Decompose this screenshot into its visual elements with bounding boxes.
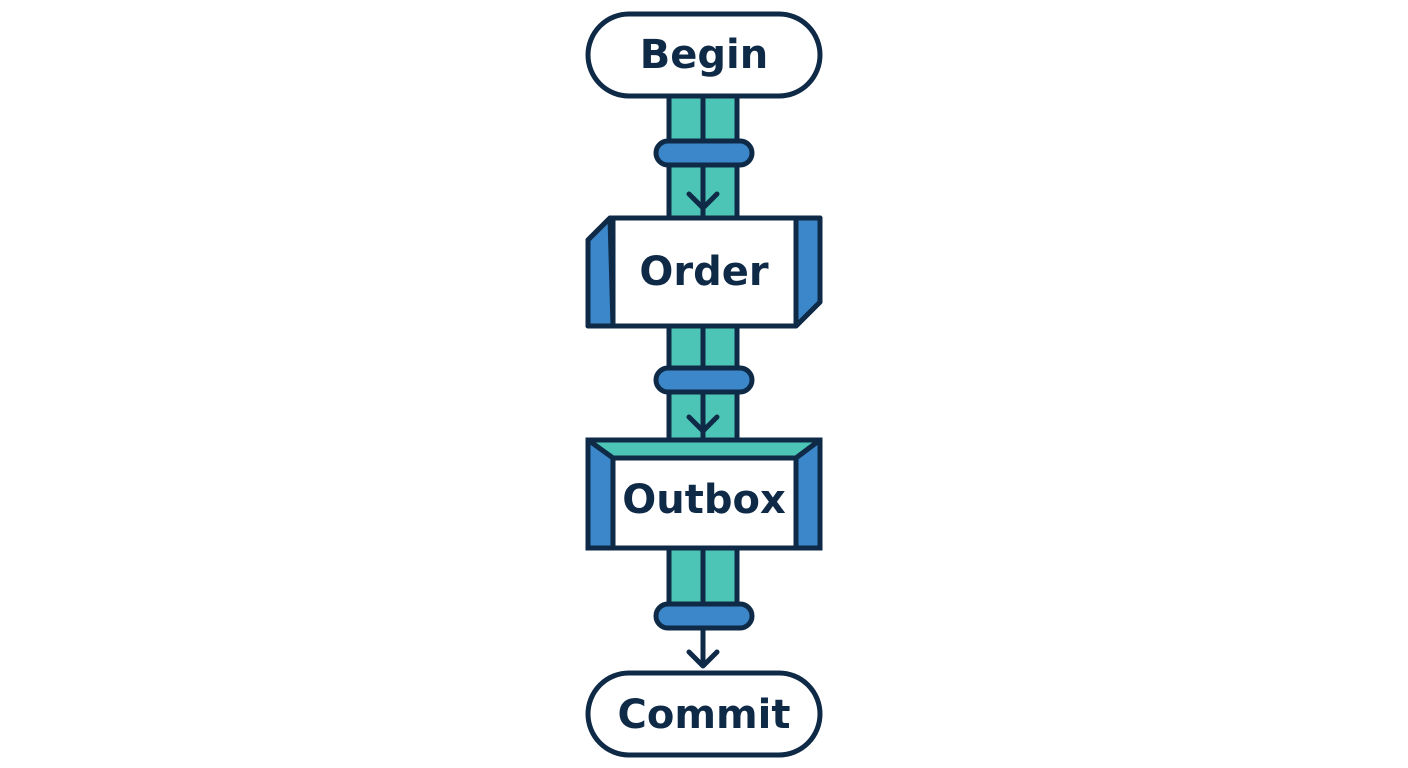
arrow-down-icon [686,390,720,434]
arrow-down-icon [686,163,720,211]
pipe-clamp [653,138,755,168]
arrow-down-icon [686,625,720,669]
connector-order-outbox [653,323,755,443]
pipe-clamp [653,601,755,631]
node-order: Order [585,215,823,329]
node-commit-label: Commit [617,692,790,738]
node-order-label: Order [639,249,768,295]
node-outbox-label: Outbox [622,477,786,523]
connector-begin-order [653,91,755,221]
connector-outbox-commit [653,545,755,669]
node-begin-label: Begin [640,32,768,78]
node-outbox: Outbox [585,437,823,551]
pipe-clamp [653,365,755,395]
node-begin: Begin [585,11,823,99]
node-commit: Commit [585,670,823,758]
